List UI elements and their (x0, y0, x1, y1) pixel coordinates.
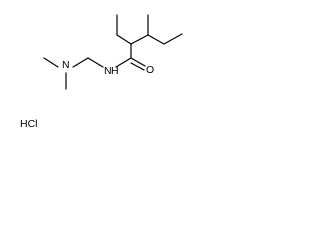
molecule-structure: N N H O HCl (20, 14, 183, 130)
bond-alpha-ch (130, 34, 149, 45)
bond-co-2 (130, 62, 145, 71)
bond-ch2-nh (87, 57, 104, 68)
bond-n-ch2 (72, 57, 89, 68)
bond-ch-ch2 (147, 34, 165, 45)
amide-n-label: N (104, 65, 112, 77)
bond-n-methyl-left (43, 57, 59, 68)
salt-label: HCl (20, 118, 38, 130)
bond-co-1 (130, 57, 146, 67)
amine-n-label: N (62, 59, 70, 71)
carbonyl-o-label: O (146, 64, 154, 76)
bond-lines (43, 14, 183, 90)
amide-h-label: H (111, 65, 119, 77)
bond-ch2-ch3 (163, 33, 183, 45)
bond-alpha-ethyl (116, 34, 132, 45)
bond-nh-carbonyl (115, 57, 132, 68)
